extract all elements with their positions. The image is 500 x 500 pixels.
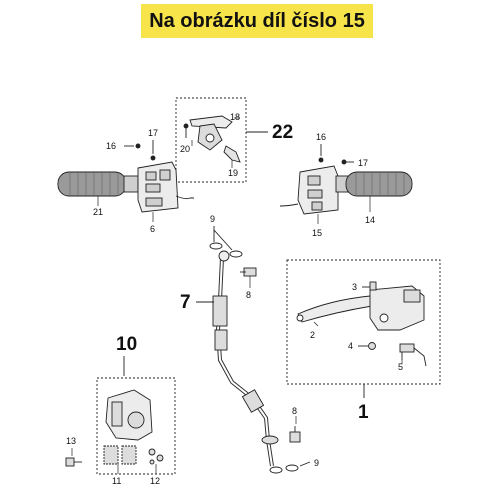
left-switch-housing-6 [137,161,194,213]
callout-8-top: 8 [246,290,251,300]
assembly-box-1 [286,259,441,385]
screw-16-17-right [318,144,354,165]
callout-18: 18 [230,112,240,122]
lever-assembly-22 [183,115,241,163]
brake-hose-7 [212,250,279,467]
callout-7: 7 [180,292,191,313]
callout-3: 3 [352,282,357,292]
callout-20: 20 [180,144,190,154]
bolt-8-bottom [289,426,301,443]
callout-8-bottom: 8 [292,406,297,416]
callout-4: 4 [348,341,353,351]
callout-11: 11 [112,476,121,486]
callout-22: 22 [272,122,293,143]
callout-2: 2 [310,330,315,340]
callout-10: 10 [116,334,137,355]
brake-lever-2 [296,295,373,323]
brake-pads-11 [103,445,137,465]
callout-13: 13 [66,436,76,446]
callout-21: 21 [93,207,103,217]
right-switch-housing-15 [279,165,339,215]
screw-3 [362,281,377,291]
right-grip-14 [335,171,413,197]
washers-9-bottom [269,461,311,474]
callout-6: 6 [150,224,155,234]
callout-17-left: 17 [148,128,158,138]
pad-pins-12 [148,448,164,465]
left-grip-21 [57,171,139,197]
callout-14: 14 [365,215,375,225]
switch-5 [399,343,427,367]
callout-15: 15 [312,228,322,238]
callout-9-bottom: 9 [314,458,319,468]
master-cylinder [369,285,425,331]
bolt-13 [65,457,82,467]
assembly-box-10 [96,377,176,475]
callout-5: 5 [398,362,403,372]
title-banner: Na obrázku díl číslo 15 [141,4,373,38]
screw-16-17-left [124,140,156,161]
nut-4 [358,342,376,350]
title-text: Na obrázku díl číslo 15 [149,9,365,32]
callout-9-top: 9 [210,214,215,224]
brake-caliper [105,389,153,441]
callout-17-right: 17 [358,158,368,168]
callout-1: 1 [358,402,369,423]
callout-16-left: 16 [106,141,116,151]
bolt-8-top [240,267,257,277]
washers-9-top [209,226,243,258]
callout-16-right: 16 [316,132,326,142]
assembly-box-22 [175,97,247,183]
callout-12: 12 [150,476,160,486]
callout-19: 19 [228,168,238,178]
